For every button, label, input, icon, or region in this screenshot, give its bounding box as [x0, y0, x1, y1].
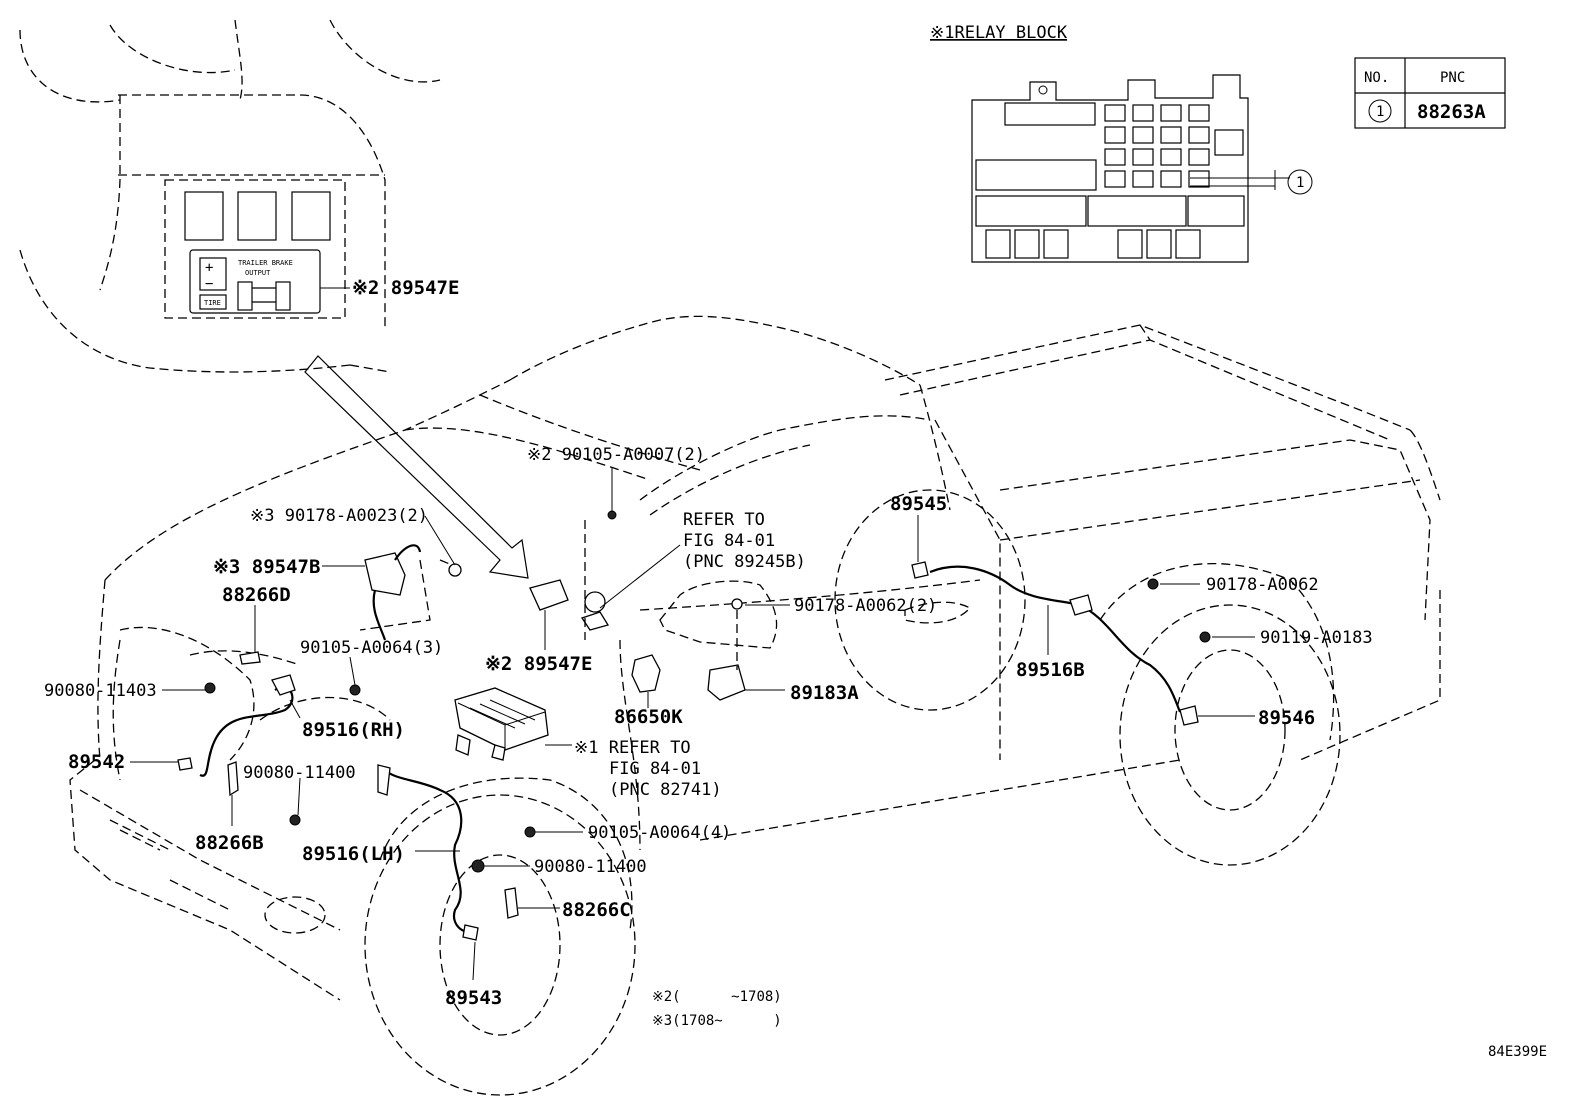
refer-82741-line2: FIG 84-01 [609, 759, 701, 779]
refer-82741-line3: (PNC 82741) [609, 780, 722, 800]
label-89516RH: 89516(RH) [302, 719, 405, 741]
label-90178-A0023: ※3 90178-A0023(2) [250, 506, 428, 526]
label-89547B: ※3 89547B [213, 556, 320, 578]
label-89546: 89546 [1258, 707, 1315, 729]
label-88266D: 88266D [222, 584, 291, 606]
relay-block-title: ※1RELAY BLOCK [930, 23, 1068, 43]
refer-89245B-line2: FIG 84-01 [683, 531, 775, 551]
label-86650K: 86650K [614, 706, 683, 728]
label-89516LH: 89516(LH) [302, 843, 405, 865]
minus-glyph: − [205, 276, 213, 292]
refer-82741-line1: ※1 REFER TO [574, 738, 691, 758]
relay-block: 1 [971, 74, 1313, 263]
parts [177, 510, 1211, 941]
pnc-table: NO. PNC 1 88263A [1354, 57, 1506, 129]
label-89545: 89545 [890, 493, 947, 515]
label-90105-A0007: ※2 90105-A0007(2) [527, 445, 705, 465]
tire-label: TIRE [204, 299, 221, 307]
pnc-row-no: 1 [1376, 104, 1384, 120]
label-88266B: 88266B [195, 832, 264, 854]
callout-1-circle [1287, 169, 1313, 195]
gain-button [199, 257, 227, 291]
label-89183A: 89183A [790, 682, 859, 704]
pnc-row-pnc: 88263A [1417, 101, 1486, 123]
label-90080-11403: 90080-11403 [44, 681, 157, 701]
figure-code: 84E399E [1488, 1044, 1547, 1060]
label-90080-11400-lh: 90080-11400 [534, 857, 647, 877]
refer-89245B-line3: (PNC 89245B) [683, 552, 806, 572]
refer-89245B-line1: REFER TO [683, 510, 765, 530]
trailer-brake-label: TRAILER BRAKE [238, 259, 293, 267]
truck-body [69, 315, 1441, 1096]
trailer-brake-sublabel: OUTPUT [245, 269, 271, 277]
leader-lines [130, 468, 1255, 981]
label-88266C: 88266C [562, 899, 631, 921]
label-89543: 89543 [445, 987, 502, 1009]
label-90119-A0183: 90119-A0183 [1260, 628, 1373, 648]
label-90178-A0062: 90178-A0062 [1206, 575, 1319, 595]
footnote-2: ※2( ~1708) [652, 989, 782, 1005]
dashboard-inset: + − TIRE TRAILER BRAKE OUTPUT [19, 19, 441, 373]
callout-1-number: 1 [1296, 175, 1304, 191]
label-90080-11400-rh: 90080-11400 [243, 763, 356, 783]
pointer-arrow [304, 355, 529, 579]
labels: ※2 90105-A0007(2) ※3 90178-A0023(2) ※3 8… [44, 445, 1373, 1009]
label-89542: 89542 [68, 751, 125, 773]
plus-glyph: + [205, 260, 213, 276]
footnote-3: ※3(1708~ ) [652, 1013, 782, 1029]
pnc-header-pnc: PNC [1440, 70, 1465, 86]
label-90105-A0064-4: 90105-A0064(4) [588, 823, 731, 843]
label-90105-A0064-3: 90105-A0064(3) [300, 638, 443, 658]
label-89547E-mid: ※2 89547E [485, 653, 592, 675]
label-90178-A0062-2: 90178-A0062(2) [794, 596, 937, 616]
label-89547E-top: ※2 89547E [352, 277, 459, 299]
pnc-header-no: NO. [1364, 70, 1389, 86]
label-89516B: 89516B [1016, 659, 1085, 681]
fuse-grid [1104, 104, 1244, 188]
